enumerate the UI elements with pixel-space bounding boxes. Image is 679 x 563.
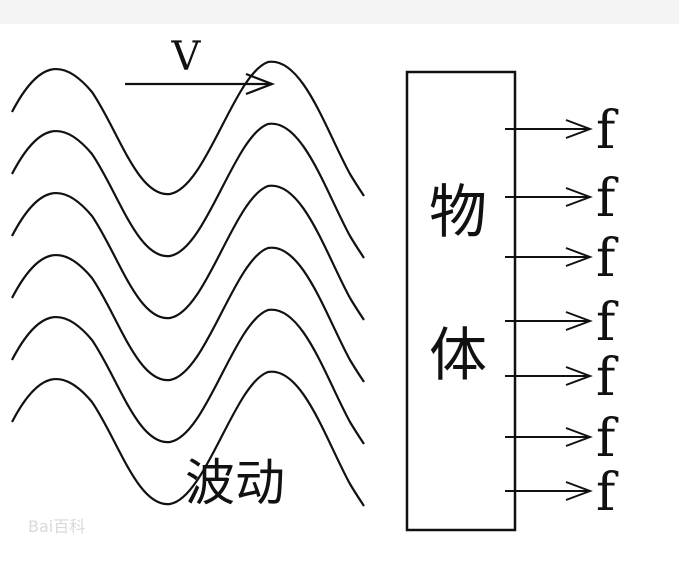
force-arrowhead bbox=[565, 311, 593, 331]
force-arrowhead bbox=[565, 366, 593, 386]
force-label: f bbox=[596, 101, 619, 161]
force-label: f bbox=[596, 293, 619, 353]
wave-line bbox=[11, 308, 365, 445]
wave-line bbox=[11, 370, 365, 507]
object-box bbox=[405, 70, 517, 532]
watermark: Bai百科 bbox=[28, 517, 85, 536]
wave-label: 波动 bbox=[185, 454, 285, 512]
object-label-1: 物 bbox=[429, 178, 487, 246]
wave-line bbox=[11, 122, 365, 259]
force-arrowhead bbox=[565, 247, 593, 267]
velocity-label: V bbox=[171, 34, 202, 80]
force-label: f bbox=[596, 409, 619, 469]
wave-line bbox=[11, 184, 365, 321]
wave-lines bbox=[11, 60, 365, 507]
force-arrowhead bbox=[565, 119, 593, 139]
force-arrowhead bbox=[565, 187, 593, 207]
force-label: f bbox=[596, 169, 619, 229]
top-band bbox=[0, 0, 679, 24]
force-label: f bbox=[596, 229, 619, 289]
velocity-arrowhead bbox=[245, 72, 276, 96]
wave-line bbox=[11, 246, 365, 383]
force-label: f bbox=[596, 348, 619, 408]
wave-line bbox=[11, 60, 365, 197]
object-label-2: 体 bbox=[429, 321, 487, 389]
force-arrowhead bbox=[565, 481, 593, 501]
force-arrowhead bbox=[565, 427, 593, 447]
force-label: f bbox=[596, 463, 619, 523]
